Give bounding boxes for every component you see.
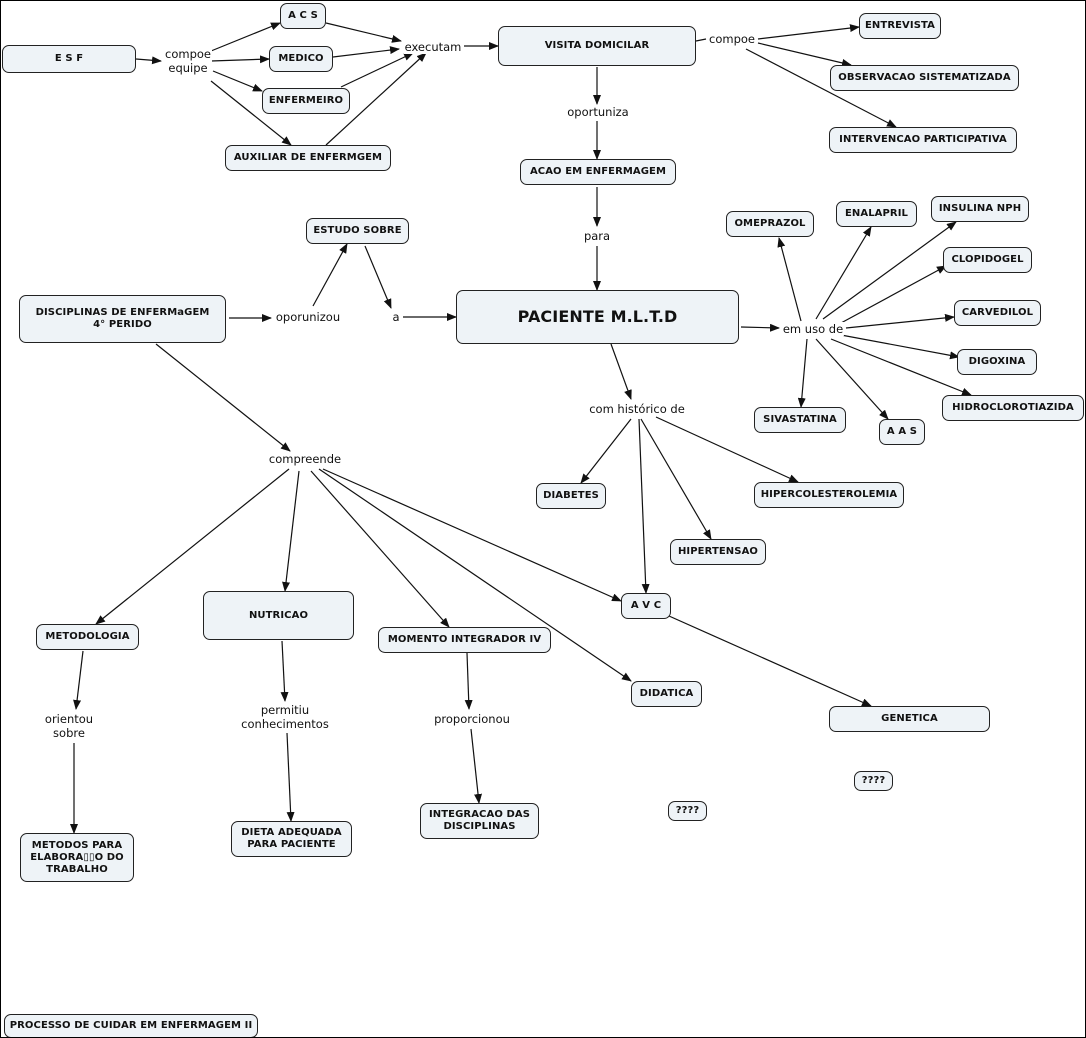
concept-diabetes[interactable]: DIABETES (536, 483, 606, 509)
concept-estudo[interactable]: ESTUDO SOBRE (306, 218, 409, 244)
connection-arrow (757, 42, 852, 67)
concept-intervencao[interactable]: INTERVENCAO PARTICIPATIVA (829, 127, 1017, 153)
connection-arrow (830, 338, 972, 396)
linking-phrase-oporunizou: oporunizou (274, 310, 342, 324)
linking-phrase-compreende: compreende (267, 452, 343, 466)
connection-arrow (640, 418, 712, 540)
connection-arrow (332, 46, 400, 58)
concept-paciente[interactable]: PACIENTE M.L.T.D (456, 290, 739, 344)
concept-entrevista[interactable]: ENTREVISTA (859, 13, 941, 39)
connection-arrow (777, 237, 802, 322)
connection-arrow (95, 468, 290, 625)
concept-processo[interactable]: PROCESSO DE CUIDAR EM ENFERMAGEM II (4, 1014, 258, 1037)
linking-phrase-com-historico-de: com histórico de (588, 402, 686, 416)
connection-arrow (815, 338, 889, 420)
connection-arrow (340, 52, 414, 88)
concept-acs[interactable]: A C S (280, 3, 326, 29)
connection-arrow (757, 24, 860, 40)
concept-omeprazol[interactable]: OMEPRAZOL (726, 211, 814, 237)
concept-visita[interactable]: VISITA DOMICILAR (498, 26, 696, 66)
connection-arrow (655, 416, 799, 483)
connection-arrow (318, 468, 632, 682)
linking-phrase-permitiu-conhecimentos: permitiu conhecimentos (240, 703, 330, 731)
concept-q1[interactable]: ???? (854, 771, 893, 791)
linking-phrase-em-uso-de: em uso de (781, 322, 845, 336)
linking-phrase-compoe-equipe: compoe equipe (164, 47, 212, 75)
connection-arrow (840, 265, 947, 324)
concept-insulina[interactable]: INSULINA NPH (931, 196, 1029, 222)
concept-clopidogel[interactable]: CLOPIDOGEL (943, 247, 1032, 273)
concept-medico[interactable]: MEDICO (269, 46, 333, 72)
connection-arrow (310, 470, 450, 628)
connection-arrow (740, 323, 780, 332)
linking-phrase-executam: executam (403, 40, 463, 54)
connection-arrow (135, 56, 162, 65)
connection-arrow (364, 245, 392, 309)
concept-avc[interactable]: A V C (621, 593, 671, 619)
connection-arrow (210, 55, 270, 64)
linking-phrase-compoe: compoe (708, 32, 756, 46)
concept-carvedilol[interactable]: CARVEDILOL (954, 300, 1041, 326)
concept-momento[interactable]: MOMENTO INTEGRADOR IV (378, 627, 551, 653)
concept-hipercol[interactable]: HIPERCOLESTEROLEMIA (754, 482, 904, 508)
connection-arrow (210, 80, 292, 146)
concept-observacao[interactable]: OBSERVACAO SISTEMATIZADA (830, 65, 1019, 91)
concept-didatica[interactable]: DIDATICA (631, 681, 702, 707)
connection-arrow (845, 313, 955, 329)
connection-arrow (668, 615, 872, 707)
linking-phrase-proporcionou: proporcionou (433, 712, 511, 726)
connection-arrow (822, 221, 957, 320)
connection-arrow (695, 38, 707, 42)
connection-arrow (286, 732, 295, 822)
connection-arrow (73, 650, 84, 710)
connection-arrow (580, 418, 632, 484)
concept-enalapril[interactable]: ENALAPRIL (836, 201, 917, 227)
connection-arrow (325, 22, 402, 43)
connection-arrow (212, 70, 263, 92)
connection-arrow (745, 48, 897, 128)
concept-digoxina[interactable]: DIGOXINA (957, 349, 1037, 375)
connection-arrow (210, 22, 281, 52)
linking-phrase-a: a (391, 310, 401, 324)
concept-aas[interactable]: A A S (879, 419, 925, 445)
concept-hidro[interactable]: HIDROCLOROTIAZIDA (942, 395, 1084, 421)
linking-phrase-para: para (582, 229, 612, 243)
concept-metodos[interactable]: METODOS PARA ELABORA▯▯O DO TRABALHO (20, 833, 134, 882)
concept-enfermeiro[interactable]: ENFERMEIRO (262, 88, 350, 114)
connection-arrow (282, 470, 300, 592)
connection-arrow (638, 418, 650, 594)
connection-arrow (797, 338, 808, 408)
connection-arrow (464, 652, 473, 710)
connection-arrow (610, 343, 632, 400)
concept-genetica[interactable]: GENETICA (829, 706, 990, 732)
concept-esf[interactable]: E S F (2, 45, 136, 73)
connection-arrow (325, 52, 427, 146)
connection-arrow (280, 640, 289, 702)
connection-arrow (840, 334, 960, 360)
concept-disciplinas[interactable]: DISCIPLINAS DE ENFERMaGEM 4° PERIDO (19, 295, 226, 343)
concept-auxiliar[interactable]: AUXILIAR DE ENFERMGEM (225, 145, 391, 171)
concept-metodologia[interactable]: METODOLOGIA (36, 624, 139, 650)
connection-arrow (470, 728, 483, 804)
concept-q2[interactable]: ???? (668, 801, 707, 821)
connection-arrow (322, 468, 622, 602)
connection-arrow (312, 243, 348, 307)
concept-nutricao[interactable]: NUTRICAO (203, 591, 354, 640)
concept-acao[interactable]: ACAO EM ENFERMAGEM (520, 159, 676, 185)
concept-hipertensao[interactable]: HIPERTENSAO (670, 539, 766, 565)
concept-dieta[interactable]: DIETA ADEQUADA PARA PACIENTE (231, 821, 352, 857)
linking-phrase-oportuniza: oportuniza (566, 105, 630, 119)
concept-sivastatina[interactable]: SIVASTATINA (754, 407, 846, 433)
connection-arrow (815, 226, 872, 320)
concept-integracao[interactable]: INTEGRACAO DAS DISCIPLINAS (420, 803, 539, 839)
connection-arrow (155, 343, 291, 452)
linking-phrase-orientou-sobre: orientou sobre (43, 712, 95, 740)
